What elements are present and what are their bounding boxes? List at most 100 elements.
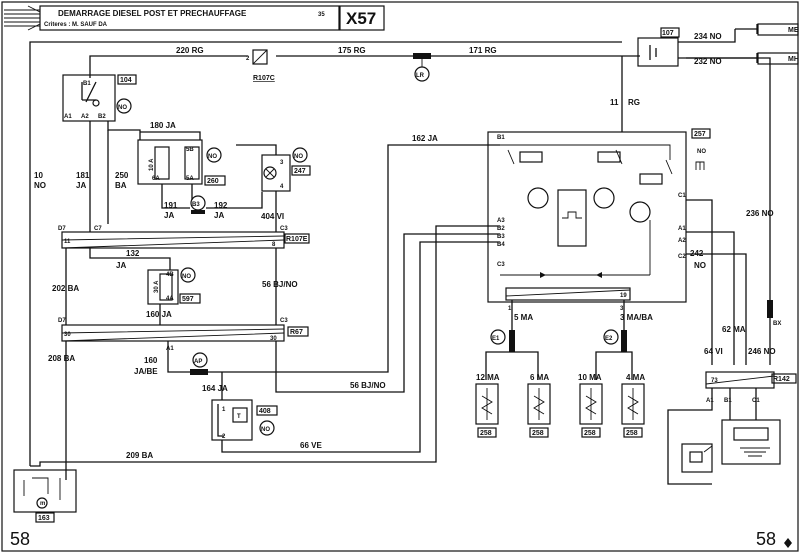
wire-202-label: 202 BA bbox=[52, 284, 79, 293]
wire-56b-label: 56 BJ/NO bbox=[350, 381, 386, 390]
wire-164-label: 164 JA bbox=[202, 384, 228, 393]
r67-label: R67 bbox=[290, 329, 303, 336]
wire-192-num: 192 bbox=[214, 201, 228, 210]
c408-pin-2: 2 bbox=[222, 434, 226, 440]
c260-5a: 5A bbox=[186, 176, 194, 182]
c247-pin-4: 4 bbox=[280, 184, 284, 190]
wire-160a-label: 160 JA bbox=[146, 310, 172, 319]
component-257: 257 NO B1 A3 B2 B3 B4 C3 C1 A1 A2 C2 1 3… bbox=[487, 128, 711, 312]
connector-me-label: ME bbox=[788, 27, 799, 34]
wire-11-num: 11 bbox=[610, 98, 619, 107]
component-104: B1 A1 A2 B2 104 NO bbox=[62, 74, 137, 122]
r142-pin-73: 73 bbox=[711, 378, 718, 384]
glow-plug-2: 258 bbox=[527, 383, 551, 438]
connector-r67: D7 C3 30 30 R67 bbox=[58, 318, 309, 342]
glow-plug-bus-1 bbox=[485, 351, 539, 380]
glow-plug-2-label: 258 bbox=[532, 430, 544, 437]
e1-inline-block bbox=[509, 330, 515, 352]
component-104-label: 104 bbox=[120, 77, 132, 84]
component-107-label: 107 bbox=[662, 30, 674, 37]
wire-c1 bbox=[686, 199, 713, 365]
wire-160b bbox=[167, 341, 190, 373]
wire-64-label: 64 VI bbox=[704, 347, 723, 356]
bx-inline-block bbox=[767, 300, 773, 318]
component-597: 4B 4A 30 A 597 NO bbox=[147, 267, 201, 305]
page-marker-icon bbox=[784, 538, 792, 548]
wire-232-label: 232 NO bbox=[694, 57, 722, 66]
sensor-left bbox=[681, 443, 713, 473]
wire-10-col: NO bbox=[34, 181, 46, 190]
c408-no-marker: NO bbox=[261, 427, 270, 433]
connector-me: ME bbox=[735, 23, 799, 36]
wire-250-num: 250 bbox=[115, 171, 129, 180]
wire-242-num: 242 bbox=[690, 249, 704, 258]
wire-171-label: 171 RG bbox=[469, 46, 497, 55]
wire-242-col: NO bbox=[694, 261, 706, 270]
wire-180-label: 180 JA bbox=[150, 121, 176, 130]
c257-pin-3: 3 bbox=[620, 306, 624, 312]
wire-62-label: 62 MA bbox=[722, 325, 746, 334]
glow-plug-1-label: 258 bbox=[480, 430, 492, 437]
e2-marker-label: E2 bbox=[605, 336, 613, 342]
connector-mh-label: MH bbox=[788, 56, 799, 63]
glow-plug-3-label: 258 bbox=[584, 430, 596, 437]
wire-160b-col: JA/BE bbox=[134, 367, 158, 376]
wire-208-label: 208 BA bbox=[48, 354, 75, 363]
wire-56a-label: 56 BJ/NO bbox=[262, 280, 298, 289]
r107e-pin-c7: C7 bbox=[94, 226, 102, 232]
c260-no-marker: NO bbox=[208, 154, 217, 160]
c260-10a: 10 A bbox=[149, 158, 155, 171]
c260-6a: 6A bbox=[152, 176, 160, 182]
c257-pin-a1: A1 bbox=[678, 226, 686, 232]
connector-r142: 73 R142 A1 B1 C1 bbox=[705, 371, 797, 404]
ap-marker bbox=[192, 352, 208, 368]
wire-3-label: 3 MA/BA bbox=[620, 313, 653, 322]
c597-4a: 4A bbox=[166, 296, 174, 302]
lr-marker-label: LR bbox=[416, 73, 425, 79]
r107e-label: R107E bbox=[286, 236, 308, 243]
component-257-label: 257 bbox=[694, 131, 706, 138]
e1-marker bbox=[490, 329, 506, 345]
wire-220 bbox=[89, 55, 248, 78]
c257-pin-c2: C2 bbox=[678, 254, 686, 260]
c104-no-marker: NO bbox=[118, 105, 127, 111]
c163-m-marker: m bbox=[40, 501, 45, 507]
wire-66 bbox=[221, 241, 500, 453]
glow-plug-4-label: 258 bbox=[626, 430, 638, 437]
wire-192-col: JA bbox=[214, 211, 224, 220]
bx-marker-label: BX bbox=[773, 321, 781, 327]
r67-pin-30-right: 30 bbox=[270, 336, 277, 342]
r107e-pin-11: 11 bbox=[64, 239, 71, 245]
c257-pin-b4: B4 bbox=[497, 242, 505, 248]
component-107: 107 bbox=[637, 27, 686, 67]
wire-234 bbox=[686, 29, 736, 43]
wire-236 bbox=[686, 57, 771, 365]
c257-pin-c1: C1 bbox=[678, 193, 686, 199]
c257-pin-1: 1 bbox=[508, 306, 512, 312]
c257-pin-a2: A2 bbox=[678, 238, 686, 244]
wire-10-num: 10 bbox=[34, 171, 43, 180]
wire-10-left bbox=[29, 41, 622, 466]
wire-242 bbox=[686, 253, 747, 365]
component-597-label: 597 bbox=[182, 296, 194, 303]
component-247: 3 4 247 NO bbox=[236, 144, 311, 192]
wire-181-col: JA bbox=[76, 181, 86, 190]
c257-pin-19: 19 bbox=[620, 293, 627, 299]
c247-no-marker: NO bbox=[294, 154, 303, 160]
r67-pin-30-left: 30 bbox=[64, 332, 71, 338]
c257-pin-c3: C3 bbox=[497, 262, 505, 268]
wire-6-label: 6 MA bbox=[530, 373, 549, 382]
ap-marker-label: AP bbox=[194, 359, 202, 365]
glow-plug-1: 258 bbox=[475, 383, 499, 438]
component-408: T 1 2 408 NO bbox=[211, 399, 278, 441]
lr-inline-block bbox=[413, 53, 431, 59]
sheet-code: 35 bbox=[318, 12, 325, 18]
r107c-pin-2: 2 bbox=[246, 56, 250, 62]
wire-236-label: 236 NO bbox=[746, 209, 774, 218]
wire-209-label: 209 BA bbox=[126, 451, 153, 460]
c408-t-marker: T bbox=[237, 414, 241, 420]
glow-plug-4: 258 bbox=[621, 383, 645, 438]
e2-marker bbox=[603, 329, 619, 345]
c597-no-marker: NO bbox=[182, 274, 191, 280]
